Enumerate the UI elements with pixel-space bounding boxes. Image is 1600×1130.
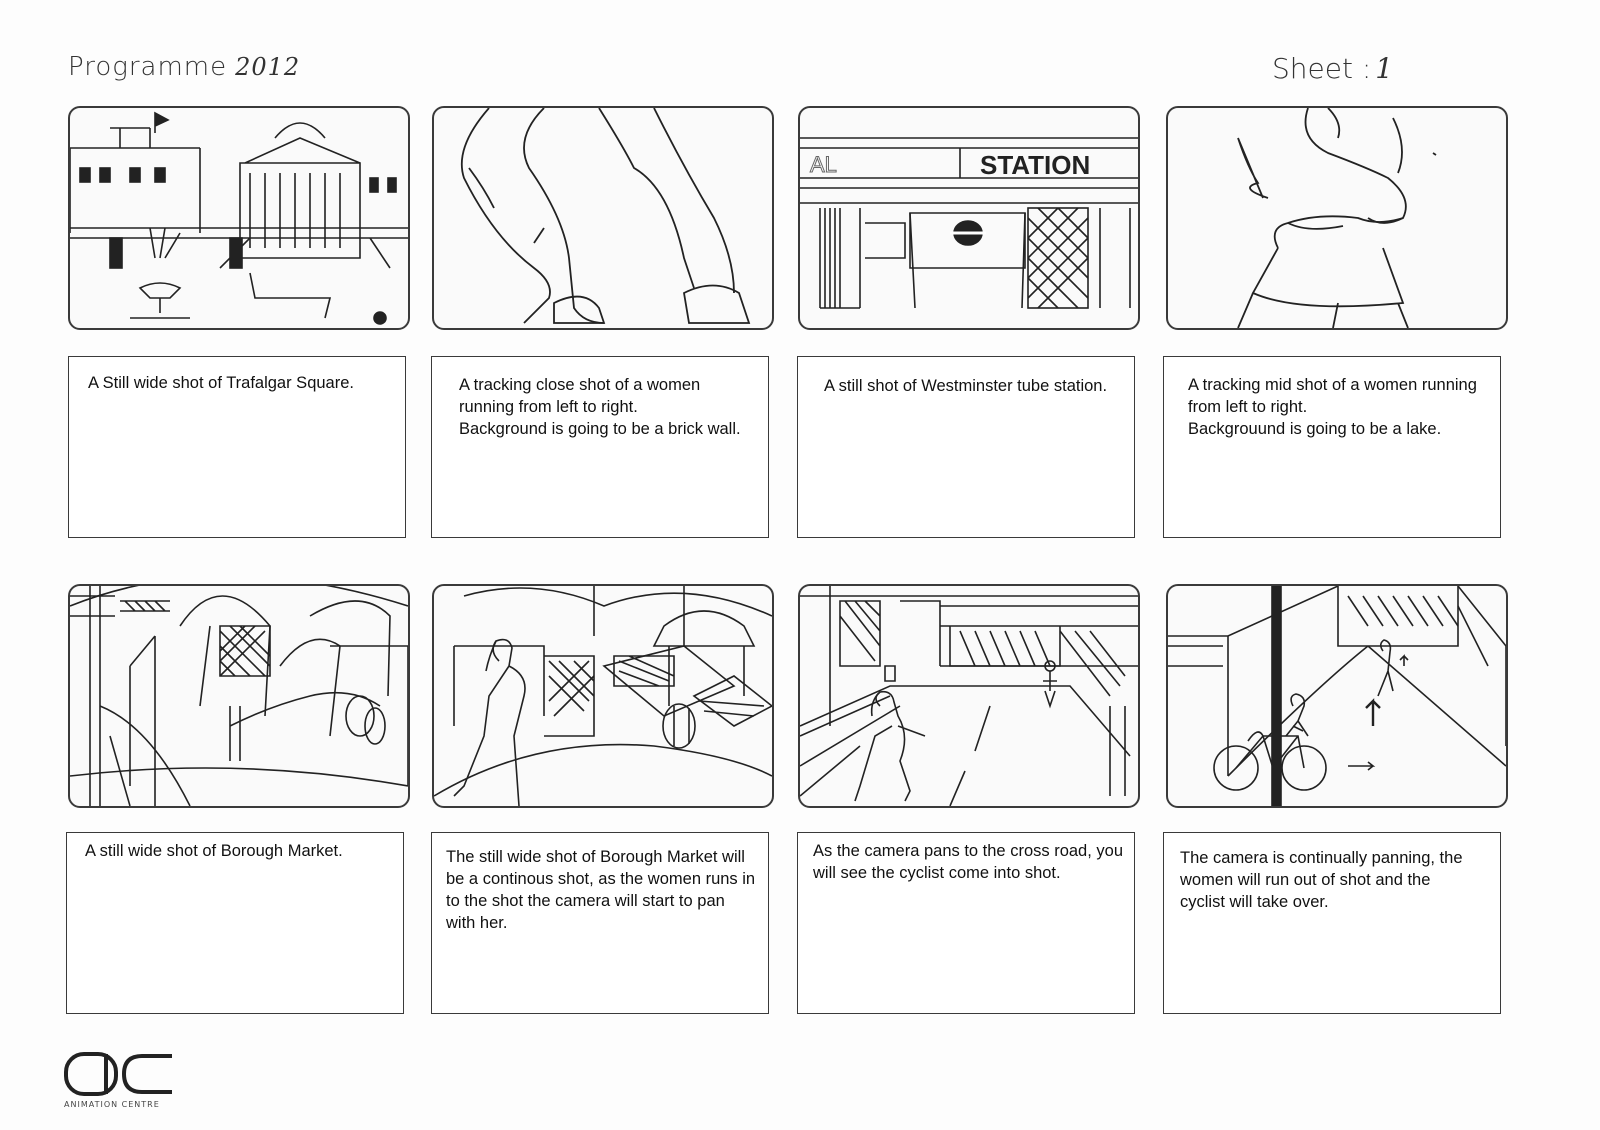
tube-station-sketch: AL STATION xyxy=(800,137,1138,309)
panel-6-frame xyxy=(432,584,774,808)
panel-4-caption-box xyxy=(1163,356,1501,538)
sheet-number-label: Sheet :1 xyxy=(1272,52,1393,85)
trafalgar-square-sketch xyxy=(70,108,408,325)
panel-3-caption: A still shot of Westminster tube station… xyxy=(824,377,1108,395)
panel-6-caption: The still wide shot of Borough Market wi… xyxy=(446,848,756,932)
panel-8-caption: The camera is continually panning, the w… xyxy=(1180,849,1463,911)
panel-1-frame xyxy=(68,106,410,330)
panel-4-caption: A tracking mid shot of a women running f… xyxy=(1188,376,1477,438)
panel-2-frame xyxy=(432,106,774,330)
market-runner-sketch xyxy=(434,586,772,806)
panel-5-caption-box xyxy=(66,832,404,1014)
sheet-label-text: Sheet : xyxy=(1272,52,1372,85)
panel-3-caption-box xyxy=(797,356,1135,538)
cyclist-sketch xyxy=(1168,586,1506,806)
panel-3-frame: AL STATION xyxy=(798,106,1140,330)
panel-4-frame xyxy=(1166,106,1508,330)
panel-6-caption-box xyxy=(431,832,769,1014)
animation-centre-logo: AC xyxy=(64,1052,176,1101)
panel-2-caption: A tracking close shot of a women running… xyxy=(459,376,741,438)
borough-market-sketch xyxy=(70,586,408,806)
panel-5-caption: A still wide shot of Borough Market. xyxy=(85,842,343,860)
running-legs-sketch xyxy=(460,108,751,324)
panel-1-caption-box xyxy=(68,356,406,538)
runner-torso-sketch xyxy=(1237,108,1437,328)
panel-7-caption: As the camera pans to the cross road, yo… xyxy=(813,842,1123,882)
panel-1-caption: A Still wide shot of Trafalgar Square. xyxy=(88,374,354,392)
station-sign-partial: AL xyxy=(810,152,837,177)
panel-8-frame xyxy=(1166,584,1508,808)
panel-7-caption-box xyxy=(797,832,1135,1014)
crossroad-sketch xyxy=(800,586,1138,806)
logo-caption: ANIMATION CENTRE xyxy=(64,1100,160,1109)
panel-2-caption-box xyxy=(431,356,769,538)
station-sign: STATION xyxy=(980,150,1090,180)
programme-label: Programme xyxy=(68,52,228,82)
panel-7-frame xyxy=(798,584,1140,808)
panel-5-frame xyxy=(68,584,410,808)
panel-8-caption-box xyxy=(1163,832,1501,1014)
logo-mark: AC xyxy=(64,1052,172,1096)
sheet-number: 1 xyxy=(1375,52,1394,85)
programme-year: 2012 xyxy=(235,53,301,81)
